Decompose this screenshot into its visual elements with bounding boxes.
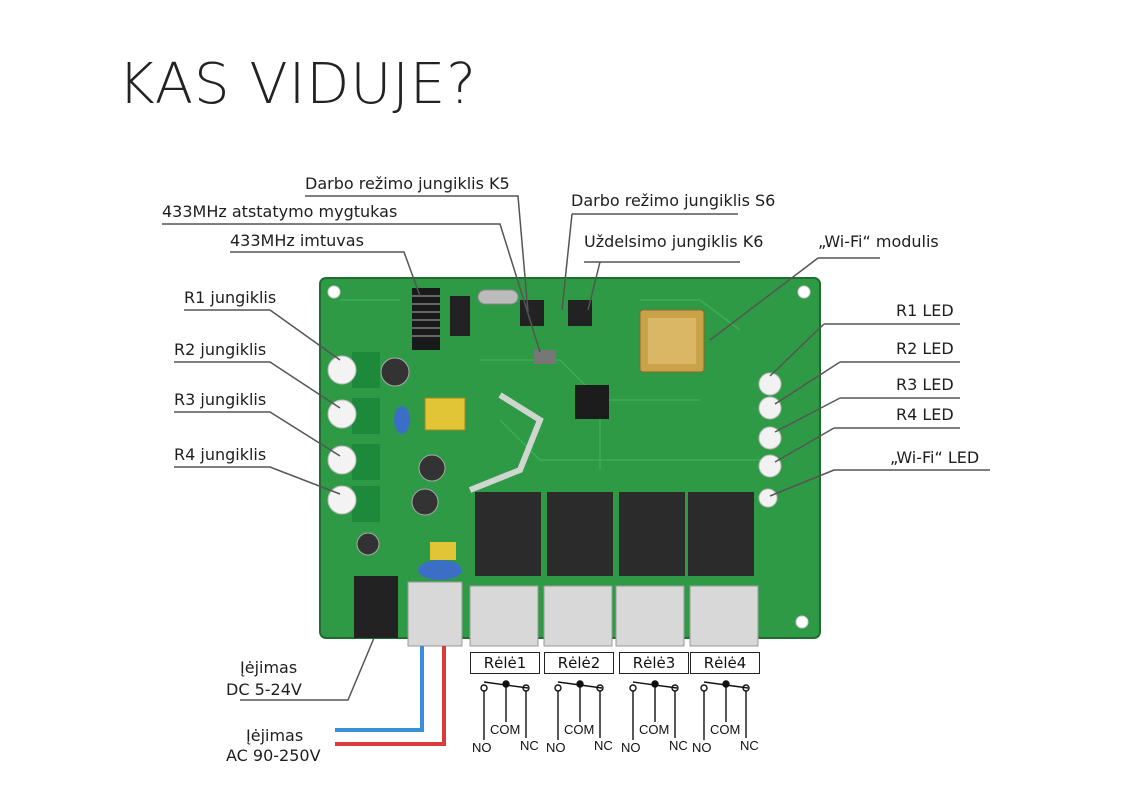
mcu-chip [575, 385, 609, 419]
ac-wire-blue [335, 646, 424, 732]
label-nc: NC [669, 738, 688, 753]
label-com: COM [710, 722, 741, 737]
label-nc: NC [740, 738, 759, 753]
label-r3-switch: R3 jungiklis [174, 390, 267, 409]
relay-label-4: Rėlė4 [690, 652, 760, 674]
label-k5: Darbo režimo jungiklis K5 [305, 174, 510, 193]
label-com: COM [639, 722, 670, 737]
relays [475, 492, 754, 576]
switch-arm [632, 681, 678, 689]
label-no: NO [621, 740, 641, 755]
dip-switch-s6 [568, 300, 592, 326]
contact-no [554, 684, 562, 692]
mounting-holes [327, 285, 811, 629]
push-buttons [327, 352, 380, 522]
ac-wire-red [335, 646, 446, 746]
capacitor [356, 532, 380, 556]
switch-arm [703, 681, 749, 689]
label-ac-range: AC 90-250V [226, 746, 321, 765]
label-r3-led: R3 LED [896, 375, 954, 394]
label-wifi-led: „Wi-Fi“ LED [890, 448, 980, 467]
chip [450, 296, 470, 336]
label-k6: Uždelsimo jungiklis K6 [584, 232, 764, 251]
antenna-coil [412, 288, 440, 350]
contact-com [502, 680, 510, 688]
contact-no [480, 684, 488, 692]
label-dc-input: Įėjimas [240, 658, 298, 677]
label-no: NO [472, 740, 492, 755]
relay-label-2: Rėlė2 [544, 652, 614, 674]
contact-com [651, 680, 659, 688]
label-433-reset: 433MHz atstatymo mygtukas [162, 202, 398, 221]
contact-com [576, 680, 584, 688]
capacitor [418, 454, 446, 482]
contact-com [722, 680, 730, 688]
label-dc-range: DC 5-24V [226, 680, 302, 699]
dc-jack [354, 576, 398, 638]
label-r2-switch: R2 jungiklis [174, 340, 267, 359]
varistor [418, 560, 462, 580]
reset-button [534, 350, 556, 364]
switch-arm [483, 681, 529, 689]
fuse [430, 542, 456, 560]
label-nc: NC [520, 738, 539, 753]
callout-lines [162, 195, 990, 701]
crystal [477, 289, 519, 305]
leds [758, 372, 782, 508]
dip-switch-k5 [520, 300, 544, 326]
contact-no [700, 684, 708, 692]
transformer [424, 397, 466, 431]
page-title: KAS VIDUJE? [118, 52, 477, 117]
label-no: NO [692, 740, 712, 755]
label-s6: Darbo režimo jungiklis S6 [571, 191, 776, 210]
label-r4-switch: R4 jungiklis [174, 445, 267, 464]
label-com: COM [564, 722, 595, 737]
label-nc: NC [594, 738, 613, 753]
relay-label-1: Rėlė1 [470, 652, 540, 674]
contact-no [629, 684, 637, 692]
capacitor [411, 488, 439, 516]
pcb-traces [340, 299, 760, 470]
label-no: NO [546, 740, 566, 755]
terminal-blocks [407, 581, 759, 647]
capacitor [380, 357, 410, 387]
relay-label-3: Rėlė3 [619, 652, 689, 674]
label-r2-led: R2 LED [896, 339, 954, 358]
label-com: COM [490, 722, 521, 737]
label-wifi-module: „Wi-Fi“ modulis [818, 232, 939, 251]
label-r1-led: R1 LED [896, 301, 954, 320]
switch-arm [557, 681, 603, 689]
varistor [394, 406, 410, 434]
label-433-receiver: 433MHz imtuvas [230, 231, 364, 250]
label-r1-switch: R1 jungiklis [184, 288, 277, 307]
label-ac-input: Įėjimas [246, 726, 304, 745]
label-r4-led: R4 LED [896, 405, 954, 424]
relay-schematics [480, 680, 750, 740]
isolation-slot [468, 392, 544, 493]
